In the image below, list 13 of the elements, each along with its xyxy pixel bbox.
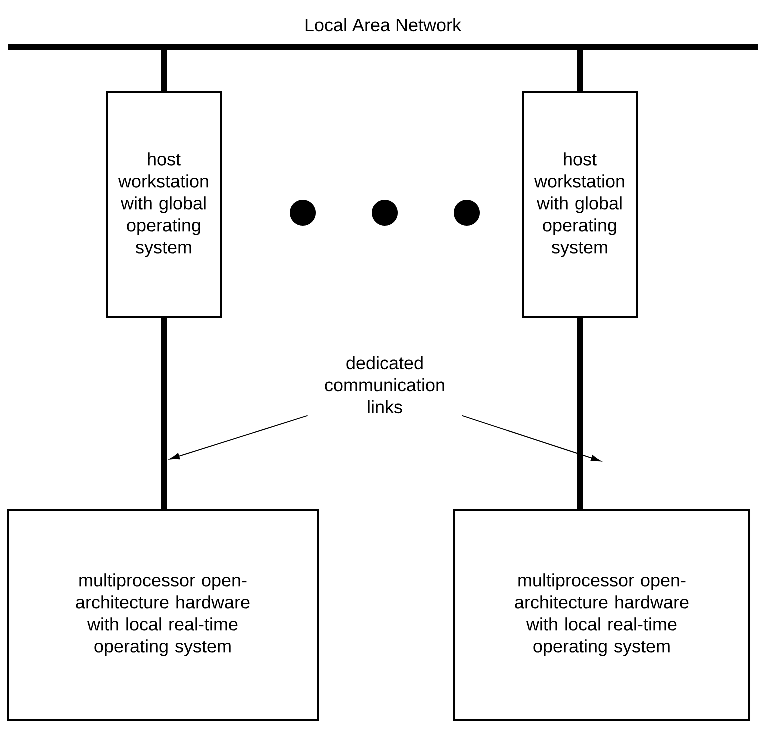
connection-line [161, 318, 167, 509]
leader-arrow [462, 415, 601, 462]
connection-line [577, 318, 583, 509]
callout-text: dedicated communication links [325, 356, 444, 414]
host-box: host workstation with global operating system [106, 92, 222, 318]
hardware-box: multiprocessor open-architecture hardware with local real-time operating system [7, 508, 319, 721]
host-box: host workstation with global operating system [522, 92, 638, 318]
connection-line [161, 50, 167, 92]
network-bus: Local Area Network [8, 18, 758, 50]
connection-line [577, 50, 583, 92]
leader-arrow [170, 415, 308, 460]
hardware-box: multiprocessor open-architecture hardware with local real-time operating system [454, 508, 750, 721]
node-label: Local Area Network [306, 18, 462, 32]
